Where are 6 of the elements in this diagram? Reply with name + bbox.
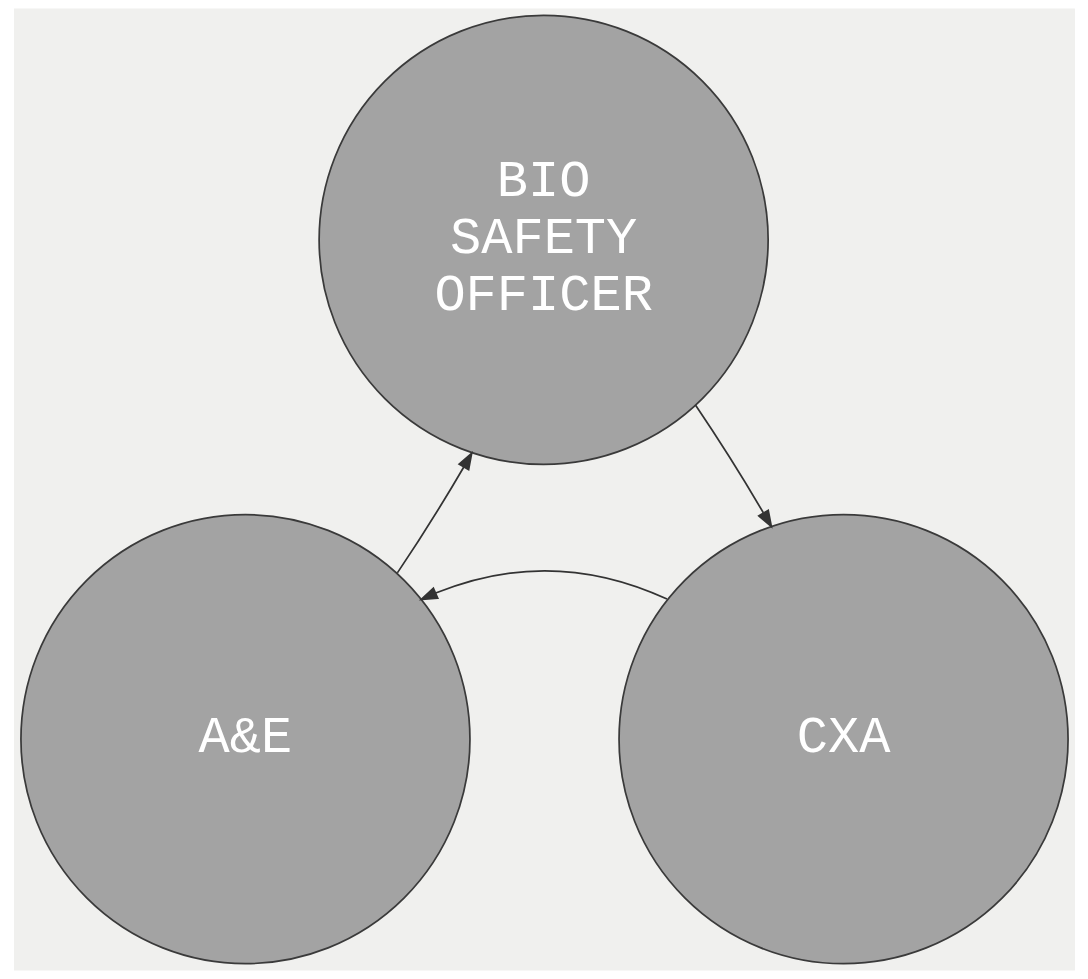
node-circle: CXA: [617, 513, 1069, 965]
arrow: [694, 404, 773, 529]
arrow: [418, 570, 668, 601]
node-circle: A&E: [19, 513, 471, 965]
node-circle: BIO SAFETY OFFICER: [317, 14, 769, 466]
arrow: [396, 451, 473, 574]
